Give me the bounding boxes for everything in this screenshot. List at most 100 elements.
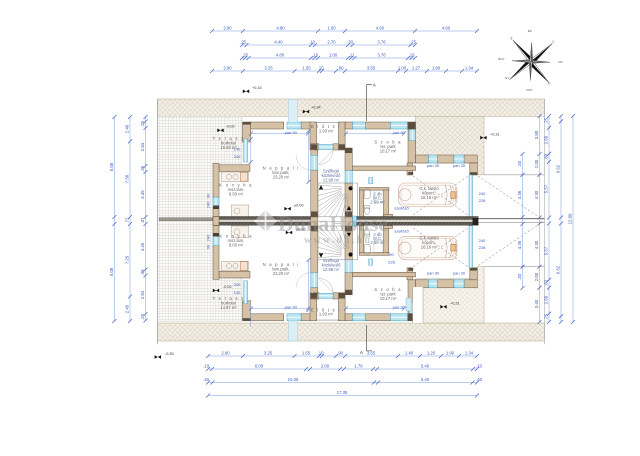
svg-text:2.00: 2.00 — [534, 159, 539, 168]
svg-text:pan 30: pan 30 — [453, 163, 466, 168]
svg-text:kőporc.: kőporc. — [422, 191, 436, 196]
svg-text:.16: .16 — [409, 53, 416, 58]
svg-text:5.08: 5.08 — [109, 162, 114, 171]
svg-text:.30: .30 — [347, 40, 354, 45]
svg-text:G.k. tároló: G.k. tároló — [419, 236, 439, 241]
svg-text:pan 90: pan 90 — [393, 305, 406, 310]
svg-text:közlekedő: közlekedő — [322, 263, 342, 268]
svg-text:lam.park.: lam.park. — [272, 170, 289, 175]
svg-text:18.16 m²: 18.16 m² — [421, 245, 438, 250]
svg-text:5.57: 5.57 — [544, 246, 549, 255]
svg-text:burkolat: burkolat — [221, 301, 237, 306]
svg-text:3.55: 3.55 — [367, 351, 376, 356]
svg-text:.10: .10 — [476, 364, 483, 369]
svg-text:+0,31: +0,31 — [450, 302, 460, 306]
svg-text:ter. park: ter. park — [380, 144, 396, 149]
svg-text:14.97 m²: 14.97 m² — [220, 305, 237, 310]
svg-text:-0,02: -0,02 — [223, 285, 232, 289]
svg-text:.90: .90 — [337, 351, 344, 356]
svg-text:228: 228 — [479, 245, 486, 250]
svg-text:pan 90: pan 90 — [285, 305, 298, 310]
svg-text:DNY: DNY — [526, 88, 533, 92]
svg-text:140: 140 — [234, 147, 241, 152]
svg-text:.80: .80 — [544, 153, 549, 160]
svg-text:közlekedő: közlekedő — [322, 173, 342, 178]
svg-text:pan 90: pan 90 — [285, 130, 298, 135]
svg-text:1.34: 1.34 — [465, 351, 474, 356]
svg-text:2.60: 2.60 — [544, 295, 549, 304]
svg-text:4.30: 4.30 — [534, 240, 539, 249]
svg-text:G.k. tároló: G.k. tároló — [419, 186, 439, 191]
svg-text:23.20 m²: 23.20 m² — [273, 175, 290, 180]
svg-text:W.C.: W.C. — [373, 236, 382, 241]
svg-text:240: 240 — [479, 238, 486, 243]
svg-text:DunaHouse: DunaHouse — [278, 211, 388, 236]
svg-text:7.25: 7.25 — [125, 255, 130, 264]
svg-text:É: É — [510, 35, 512, 40]
svg-text:5.40: 5.40 — [421, 377, 430, 382]
svg-text:2.40: 2.40 — [125, 124, 130, 133]
svg-text:W.C.: W.C. — [373, 196, 382, 201]
svg-text:90: 90 — [206, 244, 211, 249]
svg-text:D: D — [548, 82, 551, 86]
svg-text:1.90: 1.90 — [446, 351, 455, 356]
svg-text:.25: .25 — [410, 40, 417, 45]
svg-text:2.76: 2.76 — [327, 40, 336, 45]
svg-text:1.55: 1.55 — [302, 351, 311, 356]
svg-text:240: 240 — [234, 154, 241, 159]
svg-text:4.60: 4.60 — [442, 26, 451, 31]
svg-text:+0,34: +0,34 — [311, 106, 321, 110]
svg-text:2.45: 2.45 — [125, 304, 130, 313]
svg-text:Szélfogó: Szélfogó — [323, 169, 340, 174]
svg-text:17.35: 17.35 — [337, 390, 348, 395]
svg-text:2.69 m²: 2.69 m² — [370, 200, 385, 205]
svg-text:3.55: 3.55 — [367, 66, 376, 71]
svg-text:.20: .20 — [517, 273, 522, 280]
svg-text:1.90: 1.90 — [432, 66, 441, 71]
svg-text:3.25: 3.25 — [264, 351, 273, 356]
svg-text:140: 140 — [234, 290, 241, 295]
svg-text:1.76: 1.76 — [354, 364, 363, 369]
svg-text:2.84: 2.84 — [140, 142, 145, 151]
svg-text:12.98 m²: 12.98 m² — [323, 267, 340, 272]
svg-text:2.84: 2.84 — [140, 290, 145, 299]
svg-text:.25: .25 — [544, 313, 549, 320]
svg-text:2.90: 2.90 — [223, 66, 232, 71]
svg-text:2.90: 2.90 — [221, 351, 230, 356]
svg-text:lam.park.: lam.park. — [272, 267, 289, 272]
svg-text:4.36: 4.36 — [517, 240, 522, 249]
svg-text:9.62: 9.62 — [556, 265, 561, 274]
svg-text:228: 228 — [388, 260, 395, 265]
svg-text:S z o b a: S z o b a — [374, 140, 401, 145]
svg-text:K o n y h a: K o n y h a — [219, 183, 252, 188]
svg-text:pan 30: pan 30 — [427, 271, 440, 276]
svg-text:pan 90: pan 90 — [393, 130, 406, 135]
svg-text:10.17 m²: 10.17 m² — [380, 296, 397, 301]
svg-text:-0,35: -0,35 — [165, 352, 174, 356]
svg-text:ÉK: ÉK — [528, 28, 533, 33]
svg-text:2 db: 2 db — [373, 192, 382, 197]
svg-text:4.45: 4.45 — [140, 190, 145, 199]
svg-text:3.25: 3.25 — [264, 66, 273, 71]
svg-text:4.80: 4.80 — [276, 53, 285, 58]
svg-text:7.58: 7.58 — [125, 174, 130, 183]
svg-text:.25: .25 — [544, 117, 549, 124]
svg-text:pan 30: pan 30 — [427, 163, 440, 168]
svg-text:4.60: 4.60 — [376, 26, 385, 31]
svg-text:8.00 m²: 8.00 m² — [229, 192, 244, 197]
svg-text:4.36: 4.36 — [517, 190, 522, 199]
svg-text:NY: NY — [505, 76, 509, 80]
svg-text:12.98 m²: 12.98 m² — [323, 178, 340, 183]
svg-text:5.57: 5.57 — [544, 184, 549, 193]
svg-text:.25: .25 — [240, 40, 247, 45]
svg-text:1.00: 1.00 — [398, 66, 407, 71]
svg-text:.25: .25 — [140, 313, 145, 320]
svg-text:S z o b a: S z o b a — [374, 287, 401, 292]
svg-text:.40: .40 — [476, 377, 483, 382]
svg-text:18.16 m²: 18.16 m² — [421, 195, 438, 200]
svg-text:T e r a s z: T e r a s z — [213, 136, 245, 141]
svg-text:.25: .25 — [140, 120, 145, 127]
svg-text:.72: .72 — [125, 217, 130, 224]
svg-text:4.45: 4.45 — [140, 242, 145, 251]
svg-text:.80: .80 — [544, 279, 549, 286]
